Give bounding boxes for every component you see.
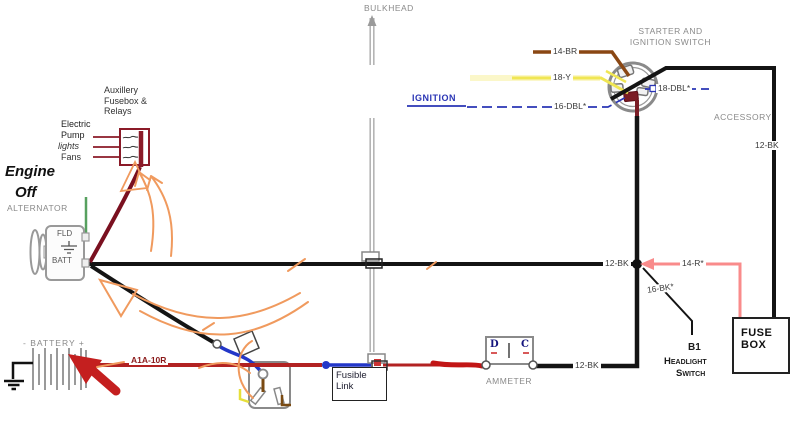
- battery-ground-icon: [4, 379, 24, 391]
- bulkhead-arrowhead-icon: [367, 15, 377, 26]
- solenoid-top-terminal: [257, 368, 269, 380]
- wire-12bk-switch-to-ammeter: [534, 116, 640, 369]
- off-note: Off: [15, 184, 37, 201]
- wire-label-12bk-accessory: 12-BK: [753, 140, 781, 150]
- wire-16dbl: [467, 95, 629, 108]
- ground-icon: [61, 241, 77, 254]
- ammeter-d-terminal-label: D: [490, 339, 499, 350]
- wire-18y: [512, 76, 629, 95]
- wire-label-14br: 14-BR: [551, 46, 580, 56]
- batt-terminal: [81, 258, 90, 268]
- b1-label: B1: [688, 342, 701, 353]
- ammeter-label: AMMETER: [486, 376, 532, 386]
- solenoid-yellow-wire: [238, 389, 250, 404]
- fusible-link-dot: [322, 361, 330, 369]
- ignition-label: IGNITION: [412, 93, 456, 103]
- alternator-symbol: [29, 225, 90, 281]
- wire-label-18dbl: 18-DBL*: [656, 83, 693, 93]
- junction-dot: [632, 259, 642, 269]
- fld-terminal: [81, 232, 90, 242]
- fuse-box-symbol: [732, 317, 790, 374]
- aux-fusebox-symbol: [93, 128, 150, 167]
- starter-ignition-switch-label: STARTER AND IGNITION SWITCH: [629, 26, 712, 47]
- wire-label-12bk-ammeter: 12-BK: [573, 360, 601, 370]
- battery-symbol: [4, 348, 87, 391]
- wire-16bk: [642, 267, 693, 335]
- accessory-label: ACCESSORY: [714, 112, 772, 122]
- alternator-label: ALTERNATOR: [7, 203, 68, 213]
- bulkhead-label: BULKHEAD: [364, 3, 414, 13]
- battery-label: - BATTERY +: [23, 338, 85, 348]
- aux-charge-wire: [88, 166, 142, 263]
- fans-label: Fans: [61, 152, 82, 162]
- fusible-link-label-box: Fusible Link: [332, 367, 387, 401]
- wire-label-18y: 18-Y: [551, 72, 573, 82]
- wire-14r-arrowhead-icon: [640, 258, 654, 270]
- pump-label: Pump: [61, 130, 85, 140]
- engine-note: Engine: [5, 163, 56, 180]
- wire-12bk-accessory-feed: [610, 66, 776, 318]
- wire-label-16dbl: 16-DBL*: [552, 101, 589, 111]
- headlight-label: Headlight: [664, 356, 707, 367]
- bulkhead-divider-line: [367, 15, 377, 352]
- connector-diamond-symbol: [233, 330, 260, 357]
- starter-solenoid-symbol: [238, 361, 291, 409]
- cable-ring-connector: [212, 339, 222, 349]
- ammeter-symbol: [481, 336, 538, 370]
- aux-fusebox-label: Auxillery Fusebox & Relays: [104, 85, 148, 116]
- headlight-switch-label: Switch: [676, 368, 706, 379]
- battery-ground-wire: [11, 361, 33, 379]
- fuse-box-label: FUSE BOX: [741, 327, 773, 351]
- solenoid-brown-terminal: [280, 395, 291, 407]
- wire-a1a10r-retrace: [430, 360, 485, 369]
- red-annotation-arrow: [68, 354, 121, 396]
- ammeter-c-terminal-label: C: [521, 339, 529, 350]
- lights-label: lights: [58, 141, 80, 151]
- aux-feed-wires: [93, 136, 121, 158]
- fld-label: FLD: [57, 229, 73, 238]
- bulkhead-connector-upper: [361, 251, 383, 269]
- wire-18y-scribble: [605, 69, 627, 84]
- electric-label: Electric: [61, 119, 91, 129]
- wire-label-14r: 14-R*: [680, 258, 706, 268]
- batt-label: BATT: [52, 256, 72, 265]
- orange-annotation-arrows: [96, 171, 437, 399]
- wire-label-a1a10r: A1A-10R: [129, 355, 169, 365]
- wire-label-12bk-main: 12-BK: [603, 258, 631, 268]
